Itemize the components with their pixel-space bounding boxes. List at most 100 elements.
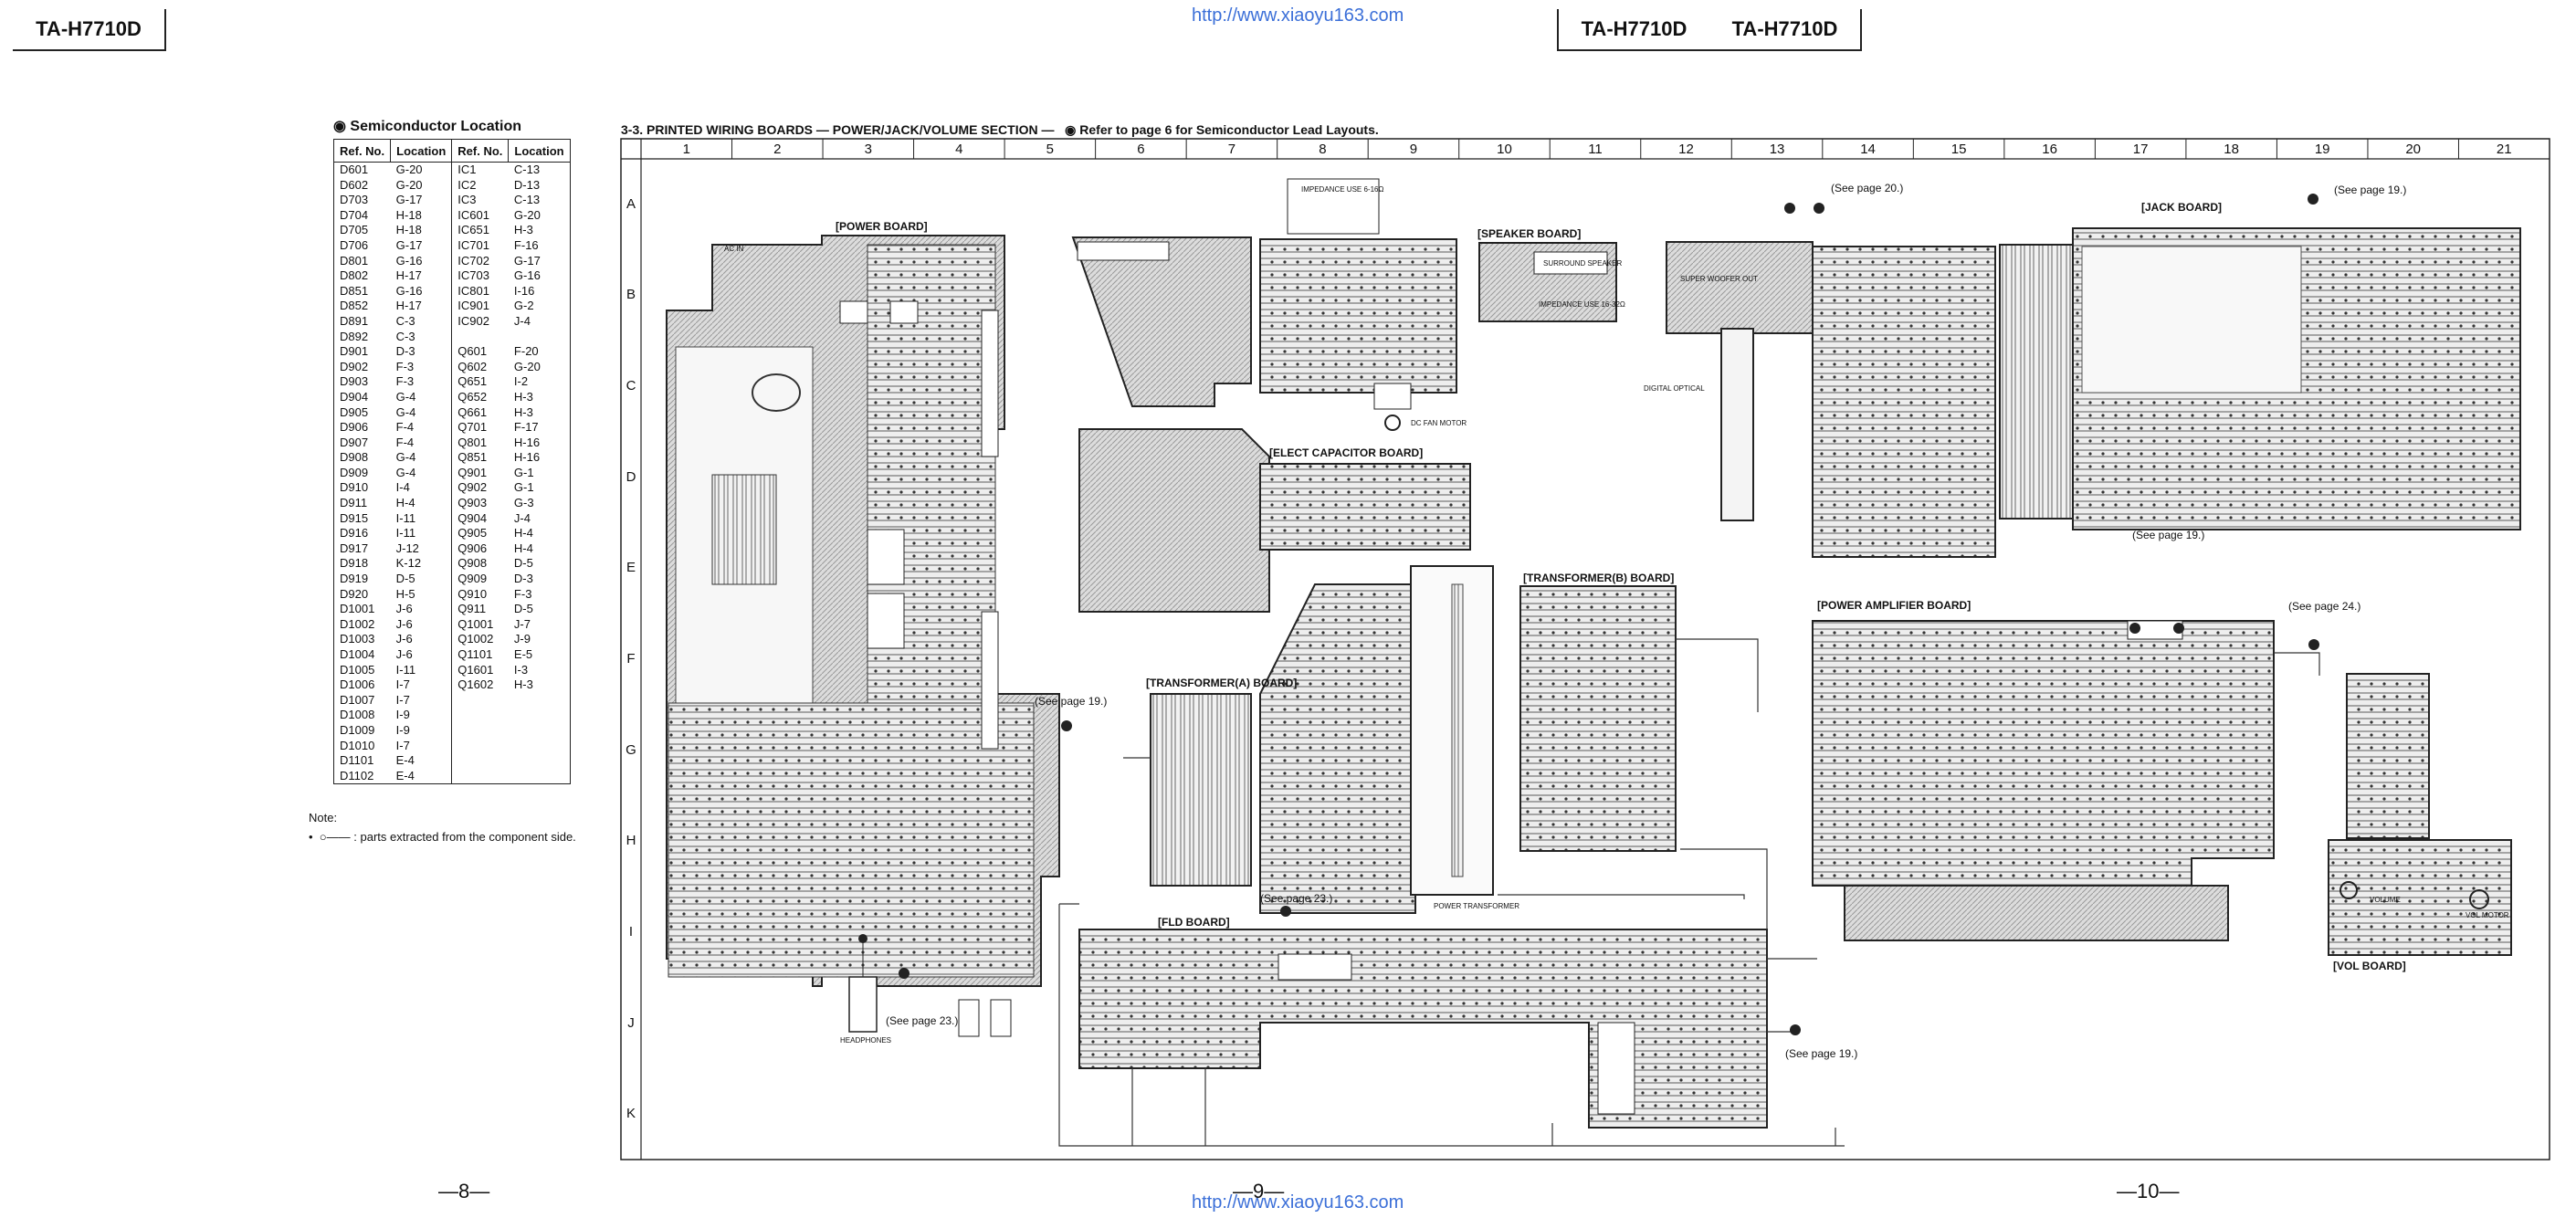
component-labels: AC IN IMPEDANCE USE 6-16Ω SURROUND SPEAK…	[724, 185, 2509, 1045]
location-cell: I-9	[395, 708, 410, 722]
jack-board-label: [JACK BOARD]	[2141, 201, 2222, 214]
transformer-a-board-shape	[1150, 583, 1416, 914]
ref-cell: D919	[340, 572, 369, 586]
column-label: 2	[773, 142, 782, 157]
ref-cell: D917	[340, 541, 369, 555]
ref-cell: D902	[340, 359, 369, 373]
section-title-text: 3-3. PRINTED WIRING BOARDS — POWER/JACK/…	[621, 122, 1055, 137]
bullet-dot-icon: •	[309, 830, 313, 844]
ref-cell: D920	[340, 586, 369, 601]
ref-cell: D852	[340, 299, 369, 313]
location-cell: E-4	[395, 753, 415, 768]
row-label: A	[626, 195, 636, 212]
url-top[interactable]: http://www.xiaoyu163.com	[1192, 5, 1404, 26]
ref-cell: D1102	[340, 768, 374, 782]
impedance2-label: IMPEDANCE USE 16-32Ω	[1539, 300, 1625, 309]
location-cell: G-16	[513, 268, 541, 283]
location-cell: H-16	[513, 435, 541, 449]
jack-board-shape	[1999, 227, 2521, 530]
ref-cell: IC2	[451, 177, 509, 194]
location-cell: G-20	[395, 177, 423, 192]
ref-cell: Q1602	[451, 677, 509, 693]
ref-cell: D918	[340, 556, 369, 571]
see-page-19-jack: (See page 19.)	[2334, 184, 2406, 196]
ref-cell: D891	[340, 313, 369, 328]
transformer-b-board-label: [TRANSFORMER(B) BOARD]	[1523, 572, 1674, 584]
ref-cell: Q905	[451, 526, 509, 541]
location-cell: J-6	[395, 647, 413, 661]
page-callouts: (See page 20.) (See page 19.) (See page …	[886, 182, 2406, 1060]
row-label: I	[628, 923, 634, 940]
location-cell: G-16	[395, 253, 423, 268]
ref-cell: IC3	[451, 193, 509, 208]
ref-cell: D1006	[340, 677, 375, 692]
column-label: 17	[2132, 142, 2149, 157]
ref-cell: D892	[340, 329, 369, 343]
location-cell: E-5	[513, 647, 533, 661]
location-cell: F-3	[395, 359, 415, 373]
ref-cell: Q801	[451, 435, 509, 451]
location-cell: G-20	[513, 207, 541, 222]
location-cell: G-17	[395, 193, 423, 207]
column-label: 14	[1860, 142, 1876, 157]
ref-cell: Q906	[451, 541, 509, 557]
location-cell: H-3	[513, 404, 533, 419]
ref-cell: IC901	[451, 299, 509, 314]
url-bottom[interactable]: http://www.xiaoyu163.com	[1192, 1192, 1404, 1213]
ref-cell: D904	[340, 389, 369, 404]
ref-cell: Q602	[451, 359, 509, 375]
column-label: 12	[1678, 142, 1694, 157]
see-page-19-bottom: (See page 19.)	[1785, 1047, 1857, 1060]
column-label: 6	[1137, 142, 1145, 157]
location-cell: G-1	[513, 465, 534, 479]
ref-cell: D1004	[340, 647, 375, 661]
ref-cell: D1001	[340, 602, 375, 616]
location-cell: F-4	[395, 435, 415, 449]
table-row: D902 F-3 Q602 G-20	[334, 359, 571, 375]
location-cell: I-11	[395, 662, 416, 677]
note-line: • ○—— : parts extracted from the compone…	[309, 830, 576, 844]
ref-cell: Q901	[451, 465, 509, 481]
ref-cell: Q1002	[451, 632, 509, 647]
ref-cell: D851	[340, 283, 369, 298]
ref-cell: Q851	[451, 450, 509, 466]
fld-board-shape	[1078, 929, 1768, 1129]
location-cell: F-20	[513, 344, 539, 359]
location-cell: J-7	[513, 616, 531, 631]
fld-board-label: [FLD BOARD]	[1158, 916, 1230, 929]
transformer-b-board-shape	[1519, 585, 1677, 852]
page-number-8: —8—	[438, 1180, 490, 1202]
ref-cell: D906	[340, 420, 369, 435]
ref-cell: D915	[340, 510, 369, 525]
vol-board-shape	[2328, 673, 2512, 956]
ref-cell: IC601	[451, 207, 509, 224]
col-header: Ref. No.	[332, 139, 392, 163]
location-cell: H-5	[395, 586, 415, 601]
ref-cell: D704	[340, 207, 369, 222]
ref-cell: Q652	[451, 389, 509, 405]
semiconductor-table: Ref. No. Location Ref. No. Location D601…	[332, 139, 571, 785]
cn901-board	[1071, 178, 1457, 431]
ref-cell: D903	[340, 374, 369, 389]
ac-in-label: AC IN	[724, 245, 744, 253]
location-cell: E-4	[395, 768, 415, 782]
ref-cell: IC702	[451, 253, 509, 269]
ref-cell	[451, 768, 509, 784]
table-header-row: Ref. No. Location Ref. No. Location	[332, 139, 571, 163]
ref-cell: IC801	[451, 283, 509, 299]
ref-cell: Q651	[451, 374, 509, 390]
location-cell: I-7	[395, 677, 410, 692]
location-cell: G-20	[513, 359, 541, 373]
location-cell: I-11	[395, 510, 416, 525]
col-header: Location	[390, 139, 453, 163]
